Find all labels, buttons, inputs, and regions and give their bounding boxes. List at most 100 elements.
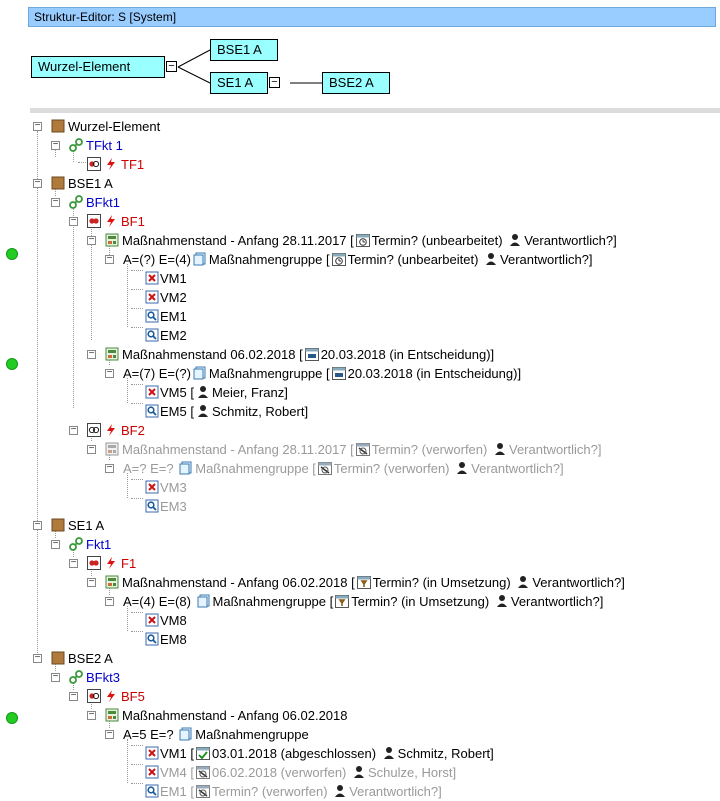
tree-node-failure[interactable]: TF1 bbox=[87, 155, 144, 174]
tree-guide bbox=[73, 549, 74, 557]
tree-expander[interactable]: − bbox=[87, 709, 96, 720]
function-link-icon bbox=[69, 195, 83, 209]
person-icon bbox=[196, 385, 210, 399]
tree-node-measure-group[interactable]: A=5 E=? Maßnahmengruppe bbox=[123, 725, 309, 744]
tree-expander[interactable]: − bbox=[105, 253, 114, 264]
deadline-text: Termin? (in Umsetzung) bbox=[372, 575, 511, 590]
tree-node-measure-status[interactable]: Maßnahmenstand - Anfang 06.02.2018 bbox=[105, 706, 348, 725]
window-title-bar: Struktur-Editor: S [System] bbox=[28, 7, 716, 27]
tree-expander[interactable]: − bbox=[69, 424, 78, 435]
responsible-text: Verantwortlich?] bbox=[524, 233, 617, 248]
tree-expander[interactable]: − bbox=[105, 462, 114, 473]
status-dot bbox=[6, 248, 18, 260]
tree-expander[interactable]: − bbox=[51, 671, 60, 682]
tree-expander[interactable]: − bbox=[69, 557, 78, 568]
tree-node-avoidance-measure[interactable]: VM5 [Meier, Franz] bbox=[145, 383, 288, 402]
tree-guide bbox=[127, 378, 128, 403]
function-link-icon bbox=[69, 537, 83, 551]
person-icon bbox=[196, 404, 210, 418]
tree-node-detection-measure[interactable]: EM1 bbox=[145, 307, 187, 326]
tree-node-failure[interactable]: BF5 bbox=[87, 687, 145, 706]
tree-node-structure-element[interactable]: SE1 A bbox=[51, 516, 104, 535]
tree-node-function[interactable]: TFkt 1 bbox=[69, 136, 123, 155]
tree-node-avoidance-measure[interactable]: VM1 [03.01.2018 (abgeschlossen) Schmitz,… bbox=[145, 744, 494, 763]
tree-node-measure-group[interactable]: A=(4) E=(8) Maßnahmengruppe [Termin? (in… bbox=[123, 592, 603, 611]
status-dot bbox=[6, 358, 18, 370]
structure-box-bse1a-label: BSE1 A bbox=[217, 42, 262, 57]
tree-node-avoidance-measure[interactable]: VM3 bbox=[145, 478, 187, 497]
tree-node-function[interactable]: BFkt3 bbox=[69, 668, 120, 687]
responsible-text: Verantwortlich?] bbox=[510, 594, 604, 609]
tree-expander[interactable]: − bbox=[87, 443, 96, 454]
tree-node-detection-measure[interactable]: EM2 bbox=[145, 326, 187, 345]
responsible-text: Schmitz, Robert] bbox=[397, 746, 494, 761]
panel-splitter[interactable] bbox=[30, 108, 720, 113]
collapse-toggle-root[interactable]: − bbox=[166, 61, 177, 72]
deadline-done-icon bbox=[195, 746, 210, 760]
detection-measure-icon bbox=[145, 784, 160, 798]
tree-expander[interactable]: − bbox=[69, 215, 78, 226]
deadline-in-progress-icon bbox=[356, 575, 371, 589]
node-label: Maßnahmengruppe [ bbox=[212, 594, 334, 609]
tree-node-structure-element[interactable]: BSE1 A bbox=[51, 174, 113, 193]
tree-expander[interactable]: − bbox=[51, 538, 60, 549]
tree-expander[interactable]: − bbox=[87, 234, 96, 245]
avoidance-measure-icon bbox=[145, 480, 160, 494]
deadline-text: Termin? (unbearbeitet) bbox=[371, 233, 503, 248]
measure-status-icon bbox=[105, 442, 119, 456]
tree-node-failure[interactable]: BF2 bbox=[87, 421, 145, 440]
responsible-text: Verantwortlich?] bbox=[532, 575, 625, 590]
tree-expander[interactable]: − bbox=[33, 519, 42, 530]
tree-expander[interactable]: − bbox=[87, 576, 96, 587]
tree-node-structure-element[interactable]: Wurzel-Element bbox=[51, 117, 160, 136]
tree-node-structure-element[interactable]: BSE2 A bbox=[51, 649, 113, 668]
tree-node-avoidance-measure[interactable]: VM4 [06.02.2018 (verworfen) Schulze, Hor… bbox=[145, 763, 456, 782]
measure-group-icon bbox=[197, 594, 211, 608]
tree-node-avoidance-measure[interactable]: VM2 bbox=[145, 288, 187, 307]
tree-node-measure-group[interactable]: A=? E=? Maßnahmengruppe [Termin? (verwor… bbox=[123, 459, 564, 478]
person-icon bbox=[455, 461, 469, 475]
structure-box-bse2a[interactable]: BSE2 A bbox=[322, 72, 390, 94]
lightning-icon bbox=[104, 689, 118, 703]
tree-expander[interactable]: − bbox=[33, 120, 42, 131]
structure-box-se1a[interactable]: SE1 A bbox=[210, 72, 268, 94]
tree-node-detection-measure[interactable]: EM3 bbox=[145, 497, 187, 516]
tree-node-measure-status[interactable]: Maßnahmenstand - Anfang 28.11.2017 [Term… bbox=[105, 231, 617, 250]
tree-guide bbox=[131, 289, 143, 290]
node-label: EM3 bbox=[160, 499, 187, 514]
measure-status-icon bbox=[105, 708, 119, 722]
tree-node-measure-group[interactable]: A=(?) E=(4)Maßnahmengruppe [Termin? (unb… bbox=[123, 250, 593, 269]
tree-node-detection-measure[interactable]: EM5 [Schmitz, Robert] bbox=[145, 402, 308, 421]
tree-expander[interactable]: − bbox=[105, 595, 114, 606]
tree-node-function[interactable]: Fkt1 bbox=[69, 535, 111, 554]
tree-guide bbox=[127, 739, 128, 783]
tree-expander[interactable]: − bbox=[33, 177, 42, 188]
tree-node-failure[interactable]: BF1 bbox=[87, 212, 145, 231]
structure-box-root[interactable]: Wurzel-Element bbox=[31, 56, 165, 78]
structure-box-root-label: Wurzel-Element bbox=[38, 59, 131, 74]
tree-expander[interactable]: − bbox=[51, 139, 60, 150]
structure-box-bse1a[interactable]: BSE1 A bbox=[210, 39, 278, 61]
tree-node-measure-status[interactable]: Maßnahmenstand - Anfang 28.11.2017 [Term… bbox=[105, 440, 601, 459]
tree-node-measure-status[interactable]: Maßnahmenstand 06.02.2018 [20.03.2018 (i… bbox=[105, 345, 494, 364]
avoidance-measure-icon bbox=[145, 613, 160, 627]
node-label: TFkt 1 bbox=[86, 138, 123, 153]
node-label: VM5 [ bbox=[160, 385, 194, 400]
collapse-toggle-se1a[interactable]: − bbox=[269, 77, 280, 88]
tree-node-avoidance-measure[interactable]: VM1 bbox=[145, 269, 187, 288]
tree-node-measure-status[interactable]: Maßnahmenstand - Anfang 06.02.2018 [Term… bbox=[105, 573, 625, 592]
tree-node-function[interactable]: BFkt1 bbox=[69, 193, 120, 212]
tree-expander[interactable]: − bbox=[69, 690, 78, 701]
tree-node-measure-group[interactable]: A=(7) E=(?)Maßnahmengruppe [20.03.2018 (… bbox=[123, 364, 521, 383]
tree-expander[interactable]: − bbox=[51, 196, 60, 207]
node-label: EM2 bbox=[160, 328, 187, 343]
tree-expander[interactable]: − bbox=[87, 348, 96, 359]
tree-expander[interactable]: − bbox=[105, 728, 114, 739]
tree-node-detection-measure[interactable]: EM8 bbox=[145, 630, 187, 649]
tree-node-failure[interactable]: F1 bbox=[87, 554, 136, 573]
tree-guide bbox=[131, 612, 143, 613]
tree-node-avoidance-measure[interactable]: VM8 bbox=[145, 611, 187, 630]
tree-expander[interactable]: − bbox=[105, 367, 114, 378]
lightning-icon bbox=[104, 157, 118, 171]
tree-expander[interactable]: − bbox=[33, 652, 42, 663]
